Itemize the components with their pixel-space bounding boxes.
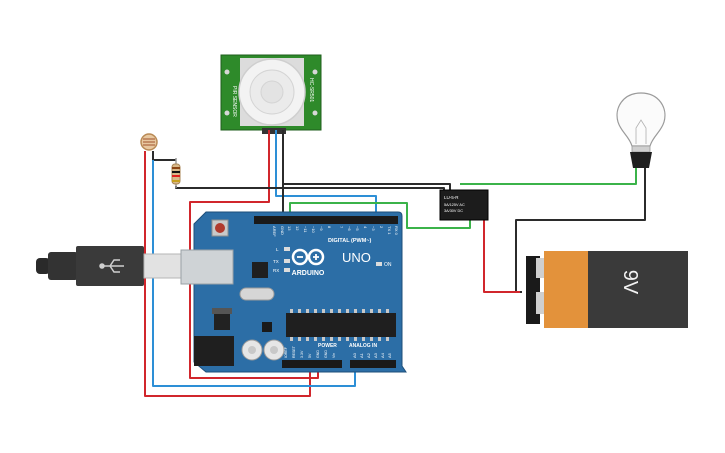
pin-label: 4: [363, 226, 368, 229]
pin-label: A5: [387, 352, 392, 358]
power-pin-labels: IOREF RESET 3.3V 5V GND GND Vin: [284, 345, 336, 358]
pin-label: 5V: [308, 353, 312, 358]
on-led: [376, 262, 382, 266]
pin-label: 2: [379, 226, 384, 229]
tx-label: TX: [273, 259, 279, 264]
analog-pin-labels: A0 A1 A2 A3 A4 A5: [352, 352, 392, 358]
pin-label: A1: [359, 352, 364, 358]
pin-label: ~10: [311, 226, 316, 234]
pin-label: A0: [352, 352, 357, 358]
pin-label: Vin: [332, 353, 336, 358]
digital-pin-labels: 13 12 ~11 ~10 ~9 8 7 ~6 ~5 4 ~3 2 TX 1 R…: [287, 226, 399, 236]
wire-relay-control[interactable]: [289, 202, 471, 229]
pin-label: GND: [324, 350, 328, 358]
battery-9v[interactable]: 9V: [526, 251, 688, 328]
pin-label: RX 0: [394, 226, 399, 236]
analog-header[interactable]: [350, 360, 396, 368]
relay-module[interactable]: LU-5-R 5A/125V AC 3A/30V DC: [439, 189, 489, 221]
light-bulb[interactable]: [616, 92, 666, 168]
pin-label: ~5: [355, 226, 360, 231]
pin-label: 8: [327, 226, 332, 229]
pin-label: IOREF: [284, 346, 288, 358]
pin-label: TX 1: [387, 226, 392, 235]
photoresistor[interactable]: [140, 133, 158, 151]
pin-label: GND: [316, 350, 320, 358]
resistor[interactable]: [171, 158, 181, 188]
pin-label: ~11: [303, 226, 308, 233]
atmega-pins: [290, 309, 389, 341]
on-label: ON: [384, 262, 392, 268]
pin-label: A3: [373, 352, 378, 358]
analog-label: ANALOG IN: [349, 343, 377, 349]
arduino-uno-board[interactable]: ARDUINO UNO DIGITAL (PWM~) POWER ANALOG …: [180, 211, 407, 373]
pin-label: ~9: [319, 226, 324, 231]
atmega-chip: [286, 313, 396, 337]
usb-icon: [99, 259, 124, 273]
wire-relay-battery[interactable]: [483, 219, 520, 293]
pir-right-text: HC-SR501: [308, 78, 314, 102]
relay-line2: 5A/125V AC: [444, 203, 465, 207]
pin-label: ~6: [347, 226, 352, 231]
pin-label: RESET: [292, 345, 296, 358]
photoresistor-icon: [143, 138, 155, 146]
pin-label: 3.3V: [300, 350, 304, 358]
arduino-brand: ARDUINO: [292, 270, 325, 277]
rx-label: RX: [273, 268, 279, 273]
relay-line3: 3A/30V DC: [444, 209, 463, 213]
pin-label: 13: [287, 226, 292, 231]
light-bulb-icon: [616, 92, 666, 168]
arduino-logo: [291, 248, 325, 266]
usb-port[interactable]: [180, 249, 234, 285]
digital-header[interactable]: [254, 216, 398, 224]
dc-jack[interactable]: [194, 336, 234, 366]
pin-label: A4: [380, 352, 385, 358]
digital-label: DIGITAL (PWM~): [328, 238, 372, 244]
power-header[interactable]: [282, 360, 342, 368]
gnd-label: GND: [280, 226, 285, 235]
wire-ldr-signal[interactable]: [152, 151, 176, 161]
pin-label: 7: [339, 226, 344, 229]
pin-label: A2: [366, 352, 371, 358]
pin-label: ~3: [371, 226, 376, 231]
wire-pir-out[interactable]: [275, 132, 377, 218]
l-label: L: [276, 247, 279, 252]
wire-arduino-gnd[interactable]: [283, 183, 451, 192]
wire-pir-vcc[interactable]: [189, 132, 319, 379]
wire-relay-bulb[interactable]: [460, 168, 637, 185]
aref-label: AREF: [272, 226, 277, 237]
power-label: POWER: [318, 343, 337, 349]
arduino-model: UNO: [342, 250, 371, 265]
pin-label: 12: [295, 226, 300, 231]
battery-label: 9V: [619, 270, 641, 295]
wire-resistor-gnd[interactable]: [175, 186, 445, 193]
relay-line1: LU-5-R: [444, 195, 459, 200]
pir-left-text: PIR SENSOR: [231, 86, 237, 117]
pir-sensor[interactable]: PIR SENSOR HC-SR501: [220, 54, 322, 138]
usb-cable[interactable]: [36, 246, 187, 286]
